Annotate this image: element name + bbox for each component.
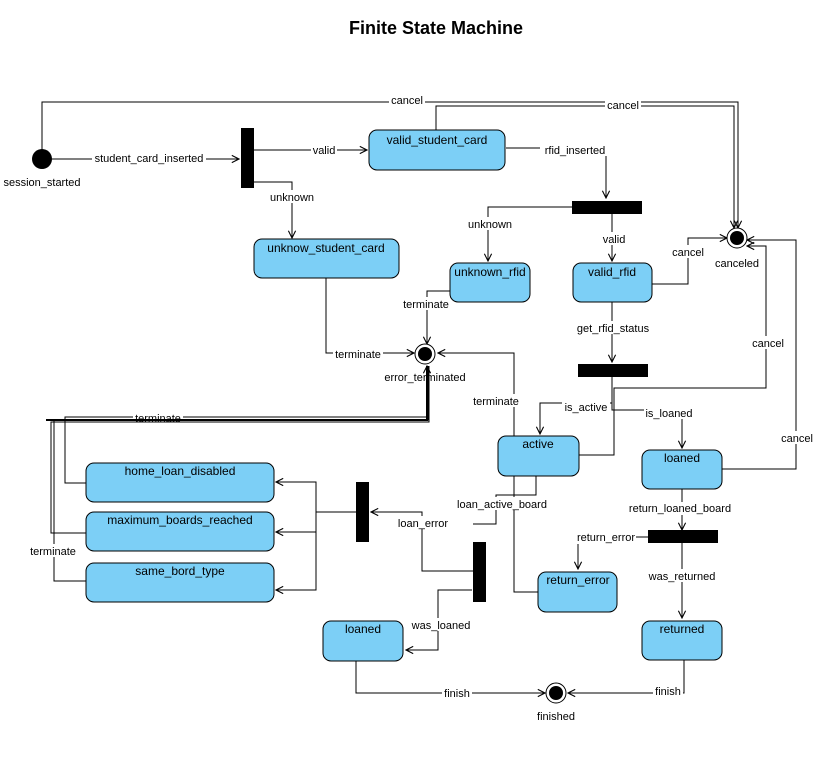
edge-unknown-rfid: unknown	[466, 206, 572, 261]
state-maximum-boards-reached: maximum_boards_reached	[85, 511, 275, 552]
edge-loan-active-board: loan_active_board loan_error	[371, 476, 549, 572]
svg-text:valid_student_card: valid_student_card	[387, 133, 488, 147]
edge-label-is-loaned: is_loaned	[645, 408, 692, 420]
state-valid-rfid: valid_rfid	[572, 262, 653, 303]
svg-text:loaned: loaned	[664, 451, 700, 465]
edge-fork-same	[276, 512, 317, 590]
svg-text:error_terminated: error_terminated	[384, 372, 465, 384]
edge-label-loan-active-board: loan_active_board	[457, 499, 547, 511]
edge-is-loaned: is_loaned	[611, 377, 694, 448]
svg-text:same_bord_type: same_bord_type	[135, 564, 225, 578]
edge-valid-card: valid	[254, 143, 367, 157]
edge-cancel-session: cancel	[41, 94, 738, 228]
edge-label-get-rfid-status: get_rfid_status	[577, 323, 650, 335]
edge-terminate-maximum	[50, 366, 430, 534]
edge-finish-returned: finish	[568, 660, 685, 698]
edge-cancel-rfid: cancel	[652, 238, 727, 285]
fork-bar-rfid	[572, 201, 642, 214]
edge-rfid-inserted: rfid_inserted	[506, 143, 610, 198]
edge-label-return-loaned-board: return_loaned_board	[629, 503, 731, 515]
edge-label-valid: valid	[313, 145, 336, 157]
state-unknown-rfid: unknown_rfid	[449, 262, 531, 303]
state-same-bord-type: same_bord_type	[85, 562, 275, 603]
edge-finish-loaned: finish	[355, 661, 545, 700]
edge-label-valid: valid	[603, 234, 626, 246]
edge-return-loaned-board: return_loaned_board	[626, 489, 734, 530]
svg-text:home_loan_disabled: home_loan_disabled	[125, 464, 236, 478]
edge-unknown-card: unknown	[254, 181, 316, 238]
edge-cancel-valid-card: cancel	[435, 98, 734, 228]
edge-label-is-active: is_active	[565, 402, 608, 414]
edge-label-student-card-inserted: student_card_inserted	[95, 153, 204, 165]
node-session-started: session_started	[3, 149, 81, 189]
edge-label-was-returned: was_returned	[648, 571, 716, 583]
state-returned: returned	[641, 620, 723, 661]
state-unknow-student-card: unknow_student_card	[253, 238, 400, 279]
svg-text:unknow_student_card: unknow_student_card	[267, 241, 384, 255]
edge-is-active: is_active	[540, 377, 613, 434]
edge-fork-maximum	[276, 512, 317, 532]
state-loaned: loaned	[641, 449, 723, 490]
state-valid-student-card: valid_student_card	[368, 129, 506, 171]
fork-bar-status	[578, 364, 648, 377]
edge-label-terminate: terminate	[473, 396, 519, 408]
svg-text:returned: returned	[660, 622, 705, 636]
edge-was-returned: was_returned	[648, 543, 716, 618]
edge-label-cancel: cancel	[391, 95, 423, 107]
edge-label-rfid-inserted: rfid_inserted	[545, 145, 606, 157]
edge-fork-home	[276, 482, 356, 513]
terminate-highlight-line	[46, 366, 428, 421]
edge-label-unknown: unknown	[270, 192, 314, 204]
diagram-title: Finite State Machine	[349, 18, 523, 38]
svg-text:valid_rfid: valid_rfid	[588, 265, 636, 279]
fork-bar-loan	[473, 542, 486, 602]
edge-label-was-loaned: was_loaned	[411, 620, 471, 632]
edge-label-cancel: cancel	[672, 247, 704, 259]
svg-text:finished: finished	[537, 711, 575, 723]
edge-label-loan-error: loan_error	[398, 518, 448, 530]
edge-label-cancel: cancel	[781, 433, 813, 445]
svg-text:loaned: loaned	[345, 622, 381, 636]
fork-bar-return	[648, 530, 718, 543]
edge-terminate-unknow-card: terminate	[325, 278, 414, 361]
fork-bar-card	[241, 128, 254, 188]
svg-text:active: active	[522, 437, 554, 451]
svg-text:canceled: canceled	[715, 258, 759, 270]
edge-label-return-error: return_error	[577, 532, 635, 544]
state-loaned-final: loaned	[322, 620, 404, 662]
edge-label-finish: finish	[444, 688, 470, 700]
node-finished: finished	[537, 682, 575, 723]
edge-cancel-loaned: cancel	[722, 240, 815, 470]
edge-valid-rfid: valid	[600, 214, 628, 261]
fork-bar-loan-error	[356, 482, 369, 542]
state-return-error: return_error	[537, 571, 618, 613]
node-error-terminated: error_terminated	[384, 343, 466, 384]
edge-cancel-active: cancel	[579, 246, 786, 456]
node-canceled: canceled	[715, 227, 759, 270]
edge-terminate-unknown-rfid: terminate	[401, 290, 451, 344]
state-active: active	[497, 435, 580, 477]
edge-label-finish: finish	[655, 686, 681, 698]
edge-label-cancel: cancel	[607, 100, 639, 112]
edge-label-terminate: terminate	[403, 299, 449, 311]
edge-label-unknown: unknown	[468, 219, 512, 231]
edge-label-terminate: terminate	[335, 349, 381, 361]
edge-get-rfid-status: get_rfid_status	[573, 302, 653, 362]
svg-text:unknown_rfid: unknown_rfid	[454, 265, 525, 279]
svg-text:session_started: session_started	[3, 177, 80, 189]
edge-student-card-inserted: student_card_inserted	[52, 151, 239, 165]
svg-text:maximum_boards_reached: maximum_boards_reached	[107, 513, 252, 527]
edge-label-cancel: cancel	[752, 338, 784, 350]
state-home-loan-disabled: home_loan_disabled	[85, 462, 275, 503]
edge-was-loaned: was_loaned	[406, 589, 472, 650]
edge-label-terminate: terminate	[30, 546, 76, 558]
svg-text:return_error: return_error	[546, 573, 609, 587]
edge-return-error: return_error	[576, 531, 648, 569]
